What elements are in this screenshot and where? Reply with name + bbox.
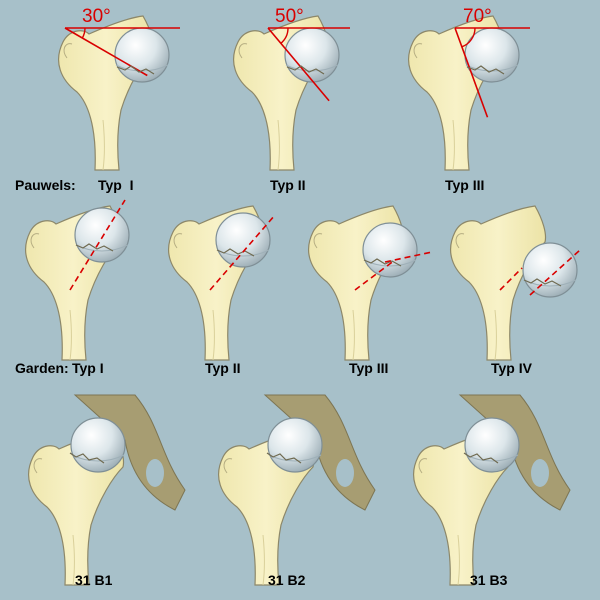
head	[267, 417, 323, 473]
ao-femur-1	[27, 394, 186, 586]
garden-typ-3-label: Typ III	[349, 360, 389, 376]
garden-row	[24, 199, 581, 361]
pauwels-row	[57, 15, 530, 171]
femoral-head	[522, 242, 578, 298]
fracture-crack	[363, 258, 402, 267]
head	[70, 417, 126, 473]
femoral-head	[114, 27, 170, 83]
ao-row	[27, 394, 571, 586]
obturator-foramen	[531, 459, 549, 487]
ao-31-b3-label: 31 B3	[470, 572, 508, 588]
garden-femur-1	[24, 199, 130, 361]
fracture-crack	[463, 452, 499, 464]
garden-femur-4	[449, 205, 581, 361]
pauwels-angle-70: 70°	[463, 6, 492, 27]
head	[114, 27, 170, 83]
head	[284, 27, 340, 83]
head	[215, 212, 271, 268]
fracture-angle-line	[267, 27, 330, 102]
pauwels-angle-30: 30°	[82, 6, 111, 27]
pauwels-femur-1	[57, 15, 180, 171]
fracture-crack	[286, 65, 325, 75]
pauwels-typ-3-label: Typ III	[445, 177, 485, 193]
trabecular-line-shaft	[499, 267, 523, 291]
fracture-angle-line	[454, 27, 489, 118]
femoral-head	[464, 417, 520, 473]
ao-31-b2-label: 31 B2	[268, 572, 306, 588]
pauwels-typ-1-label: Typ I	[98, 177, 134, 193]
fracture-crack	[523, 278, 562, 287]
fracture-crack	[266, 452, 302, 464]
pauwels-femur-3	[407, 15, 530, 171]
trabecular-line-shaft	[354, 259, 396, 291]
fracture-crack	[116, 65, 155, 75]
fracture-crack	[216, 248, 255, 257]
garden-typ-2-label: Typ II	[205, 360, 241, 376]
obturator-foramen	[146, 459, 164, 487]
ao-31-b1-label: 31 B1	[75, 572, 113, 588]
femoral-head	[362, 222, 418, 278]
femoral-head	[70, 417, 126, 473]
femoral-head	[74, 207, 130, 263]
femoral-head	[215, 212, 271, 268]
garden-femur-2	[167, 205, 276, 361]
angle-arc	[280, 27, 289, 44]
ao-femur-3	[412, 394, 571, 586]
pauwels-prefix-label: Pauwels:	[15, 177, 76, 193]
trabecular-line-head	[384, 251, 433, 263]
head	[74, 207, 130, 263]
ao-femur-2	[217, 394, 376, 586]
garden-prefix-label: Garden:	[15, 360, 69, 376]
trabecular-line-shaft	[209, 214, 276, 291]
femoral-head	[267, 417, 323, 473]
angle-arc	[81, 27, 86, 39]
fracture-crack	[466, 65, 505, 75]
pauwels-angle-50: 50°	[275, 6, 304, 27]
trabecular-line-head	[529, 249, 581, 296]
head	[464, 417, 520, 473]
pauwels-femur-2	[232, 15, 350, 171]
head	[522, 242, 578, 298]
garden-femur-3	[307, 205, 433, 361]
head	[362, 222, 418, 278]
garden-typ-4-label: Typ IV	[491, 360, 532, 376]
femoral-head	[284, 27, 340, 83]
pauwels-typ-2-label: Typ II	[270, 177, 306, 193]
garden-typ-1-label: Typ I	[72, 360, 104, 376]
fracture-crack	[69, 452, 105, 464]
obturator-foramen	[336, 459, 354, 487]
fracture-crack	[75, 243, 114, 252]
trabecular-line-shaft	[69, 199, 126, 291]
angle-arc	[461, 27, 476, 48]
